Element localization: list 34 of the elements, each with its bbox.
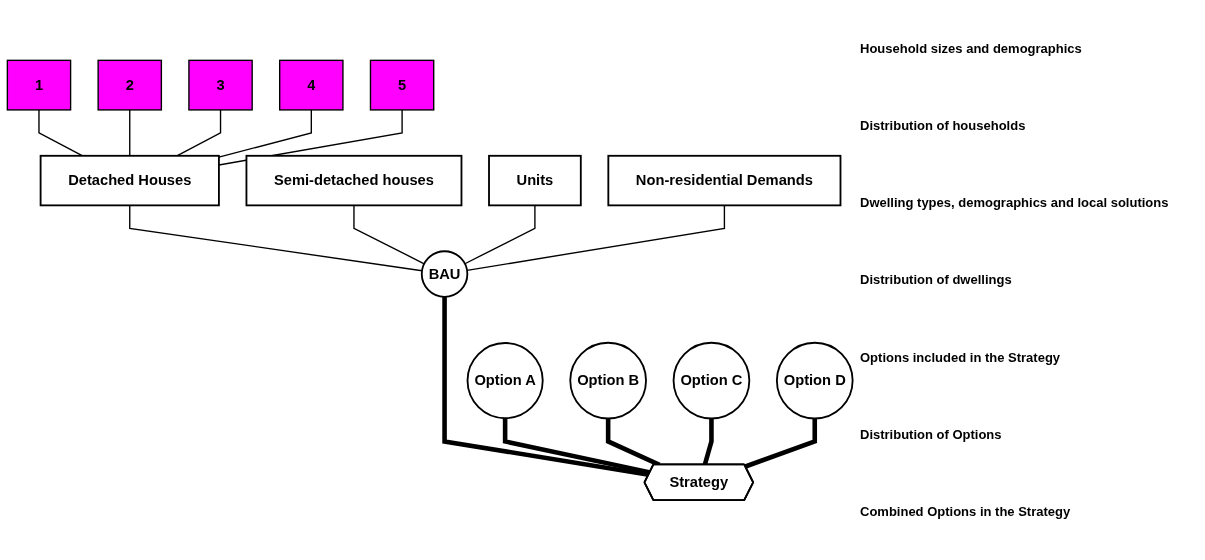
- node-box: 1: [6, 59, 72, 111]
- connector: [605, 418, 661, 467]
- node-box: Non-residential Demands: [607, 154, 842, 206]
- node-box: 4: [279, 59, 344, 111]
- node-box: Semi-detached houses: [245, 154, 463, 206]
- connector: [464, 204, 536, 265]
- node-circle: Option D: [775, 341, 854, 420]
- row-label: Combined Options in the Strategy: [860, 503, 1072, 519]
- node-circle: Option A: [466, 341, 544, 419]
- connector: [744, 418, 818, 469]
- node-box: Detached Houses: [39, 154, 220, 206]
- node-circle: Option B: [569, 341, 647, 420]
- node-box: 5: [369, 59, 435, 111]
- connector: [38, 108, 84, 157]
- connector: [702, 418, 714, 466]
- node-box: Units: [488, 154, 582, 206]
- row-label: Dwelling types, demographics and local solutions: [860, 195, 1170, 211]
- connector: [466, 204, 726, 271]
- row-label: Household sizes and demographics: [860, 41, 1083, 57]
- node-box: 2: [97, 59, 163, 111]
- row-label: Distribution of households: [860, 118, 1027, 134]
- connector: [129, 108, 131, 157]
- row-label: Distribution of dwellings: [860, 272, 1013, 288]
- connector: [218, 108, 312, 158]
- connector: [176, 108, 222, 157]
- connector: [502, 417, 651, 475]
- node-circle: BAU: [420, 250, 469, 298]
- connector: [129, 204, 423, 272]
- connector: [353, 204, 425, 265]
- row-label: Distribution of Options: [860, 426, 1003, 442]
- row-label: Options included in the Strategy: [860, 349, 1062, 365]
- node-box: 3: [188, 59, 253, 111]
- node-circle: Option C: [672, 341, 751, 420]
- connector: [442, 296, 650, 477]
